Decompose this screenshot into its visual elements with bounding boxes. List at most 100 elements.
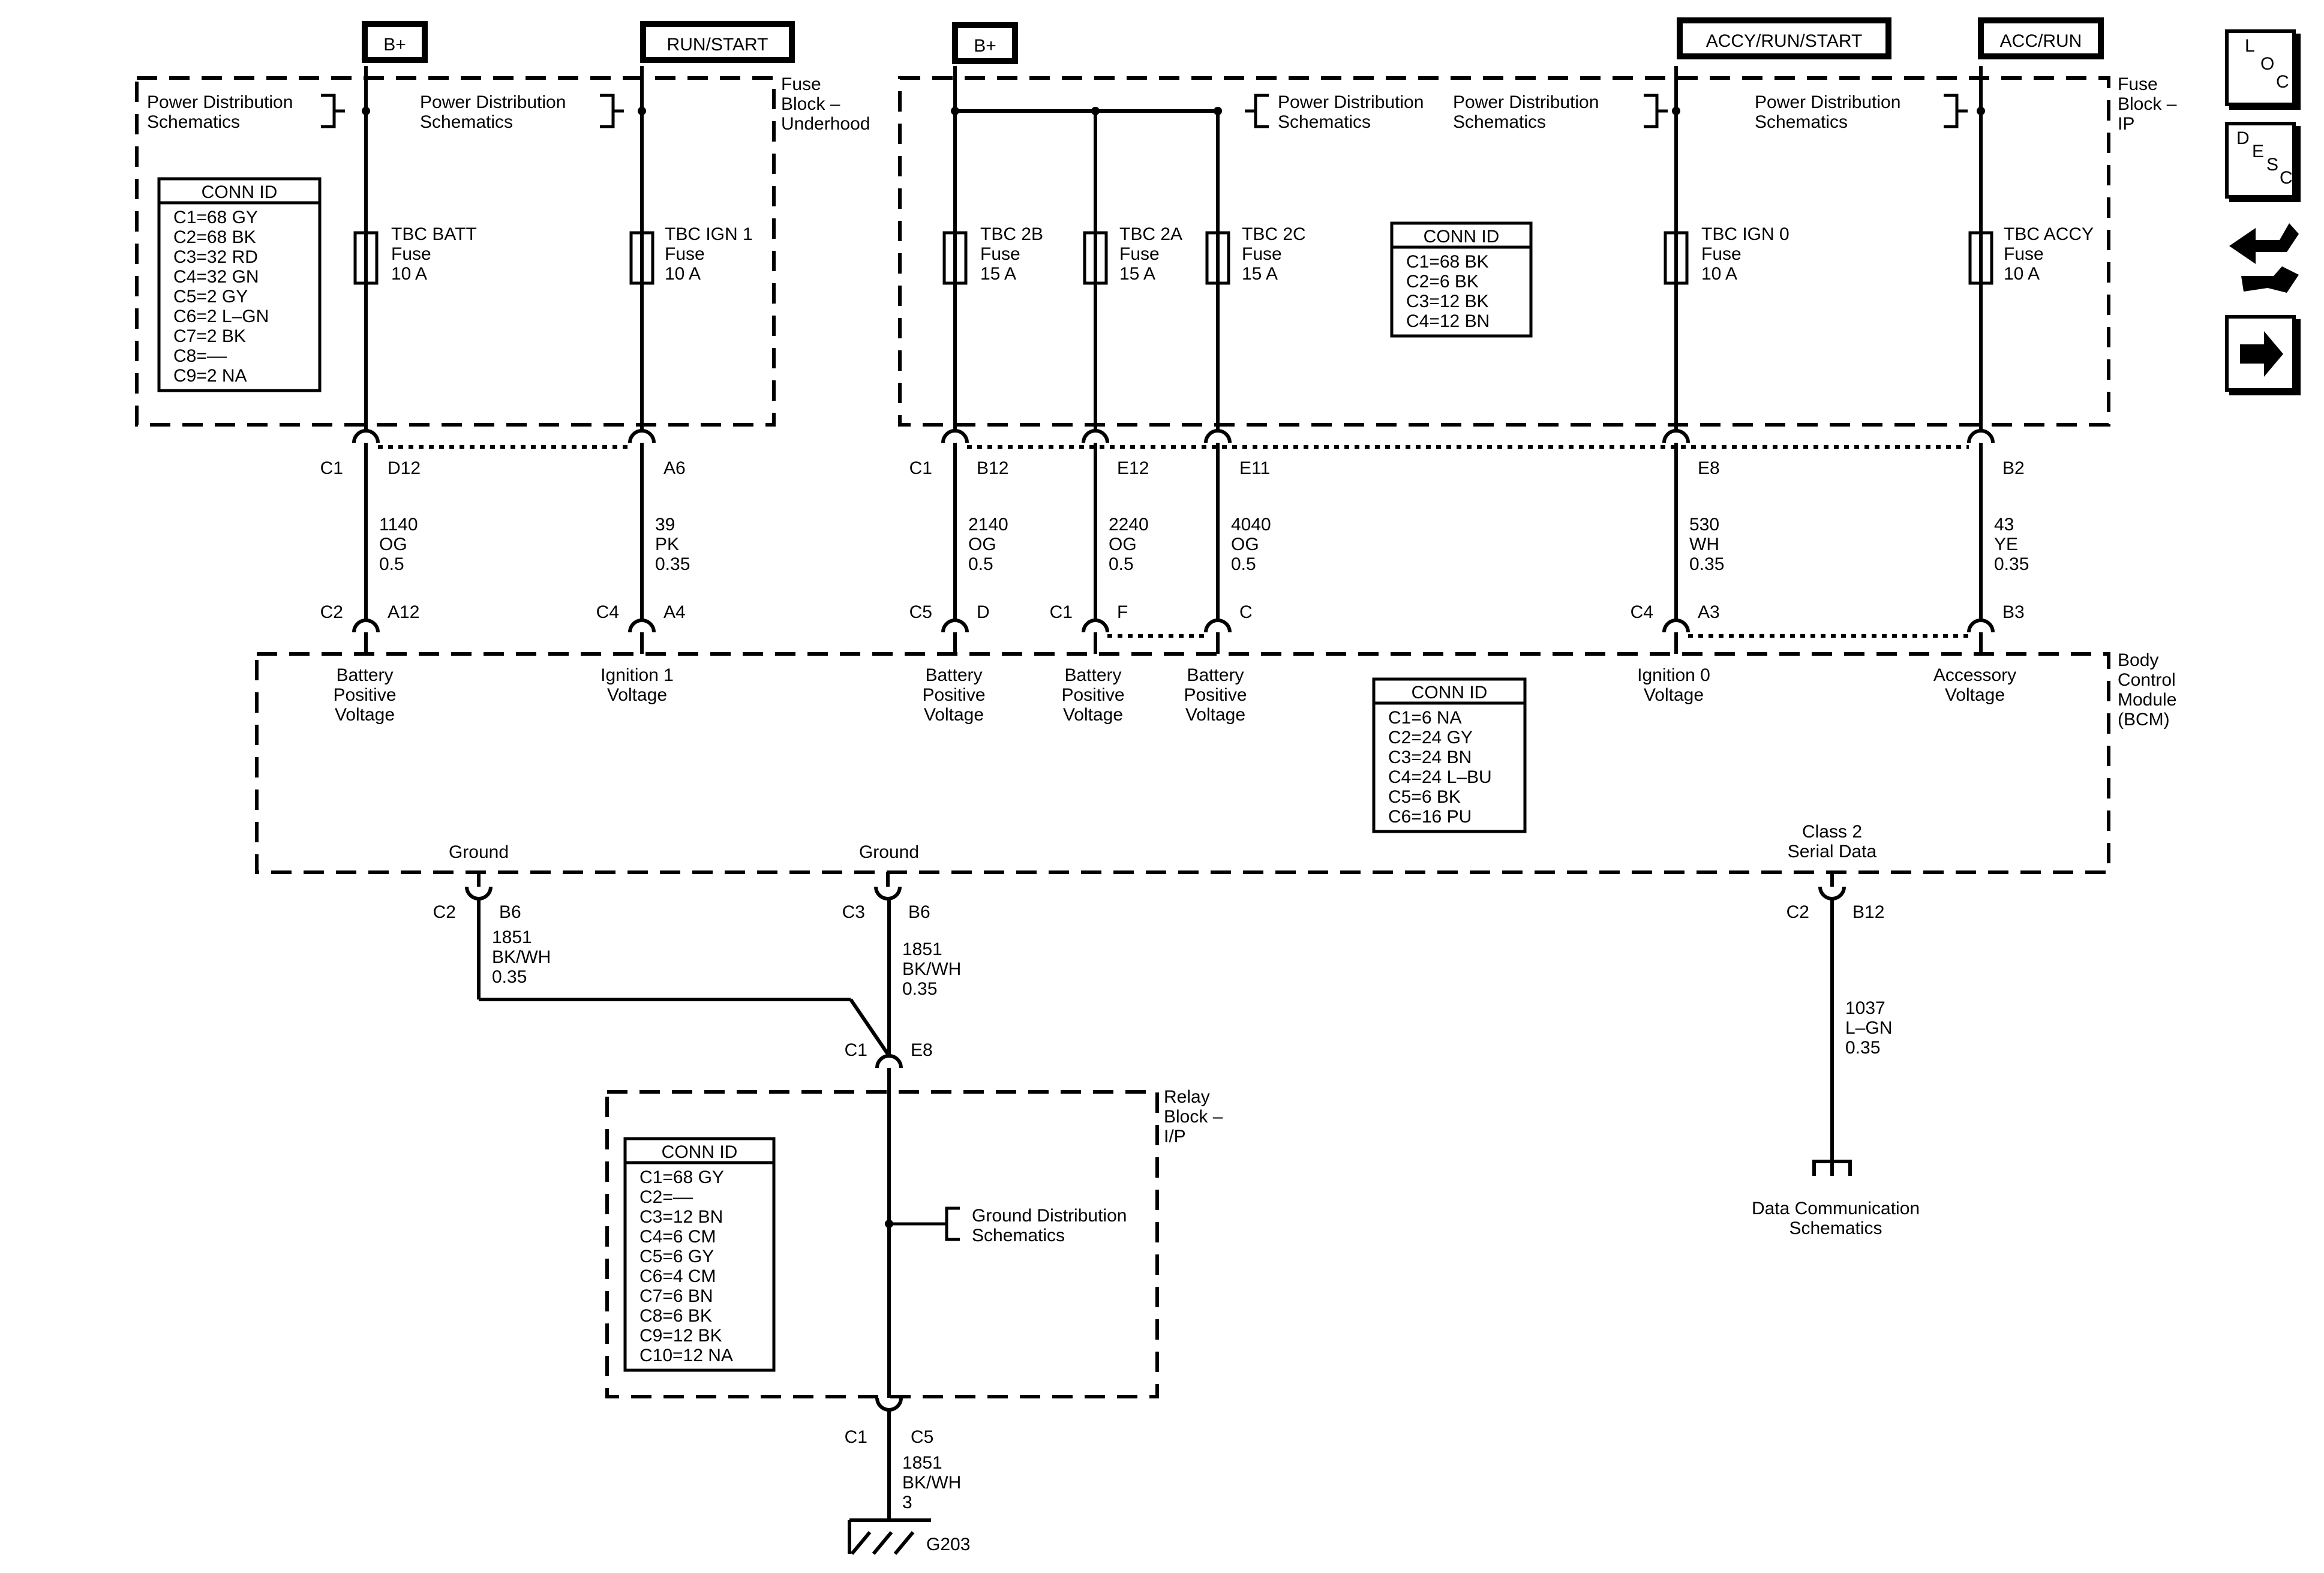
conn-table-title: CONN ID [662, 1142, 738, 1162]
splice-dot [1977, 107, 1985, 115]
nav-button-shadow[interactable] [2229, 319, 2301, 395]
pin-label: A6 [663, 458, 686, 478]
nav-button-shadow[interactable] [2229, 34, 2301, 110]
reference-bracket [1944, 94, 1968, 128]
wire-label: BK/WH [902, 1473, 961, 1493]
bcm-outline [255, 652, 2110, 874]
wire-label: 4040 [1231, 515, 1271, 535]
fuse-label: 10 A [391, 264, 427, 284]
ground-wire [849, 998, 891, 1057]
ground-distribution-ref: Ground Distribution [972, 1206, 1127, 1226]
splice-dot [1091, 107, 1100, 115]
connector-symbol [352, 619, 380, 633]
conn-table-fuse-block-underhood [157, 177, 322, 392]
pin-label: C [1239, 602, 1253, 622]
wire-label: L–GN [1845, 1018, 1892, 1038]
connector-symbol [465, 886, 493, 900]
pin-label: A3 [1698, 602, 1720, 622]
wire-label: 1851 [492, 927, 532, 947]
bcm-label: Control [2118, 670, 2176, 690]
ground-id: G203 [926, 1535, 970, 1554]
wire-label: 0.35 [902, 979, 937, 999]
connector-symbol [1662, 619, 1690, 633]
wire-label: 1140 [379, 515, 418, 535]
relay-block-label: Relay [1164, 1087, 1210, 1107]
pin-label: A12 [388, 602, 419, 622]
power-source-box [362, 21, 428, 63]
pin-label: D [977, 602, 990, 622]
connector-id: C4 [596, 602, 619, 622]
bcm-output-label: Ground [449, 842, 509, 862]
connector-id: C1 [320, 458, 343, 478]
conn-table-row: C5=2 GY [173, 287, 248, 307]
conn-table-row: C6=16 PU [1388, 807, 1472, 827]
desc-letter: S [2266, 155, 2278, 175]
loc-letter: O [2260, 54, 2274, 74]
wire-label: OG [379, 535, 407, 554]
bcm-input-label: Voltage [1945, 685, 2005, 705]
connector-id: C1 [1050, 602, 1073, 622]
pin-label: B3 [2002, 602, 2025, 622]
bcm-input-label: Voltage [335, 705, 395, 725]
nav-button-shadow[interactable] [2229, 126, 2301, 202]
pin-label: A4 [663, 602, 686, 622]
conn-table-row: C9=2 NA [173, 366, 247, 386]
ground-symbol [848, 1518, 931, 1555]
wire-label: BK/WH [902, 959, 961, 979]
connector-tool-shape[interactable] [2241, 266, 2299, 293]
wire-label: 0.5 [1231, 554, 1256, 574]
wire-label: 1851 [902, 1453, 942, 1473]
conn-table-row: C1=6 NA [1388, 708, 1462, 728]
desc-letter: E [2252, 142, 2264, 161]
conn-table-row: C5=6 BK [1388, 787, 1461, 807]
relay-block-label: Block – [1164, 1107, 1223, 1127]
pin-label: E11 [1239, 458, 1270, 478]
wire-label: 39 [655, 515, 675, 535]
connector-tool-shape[interactable] [2229, 223, 2299, 264]
fuse-label: Fuse [1242, 244, 1282, 264]
next-arrow-icon[interactable] [2240, 331, 2283, 377]
bcm-input-label: Positive [333, 685, 396, 705]
pin-label: C5 [911, 1427, 933, 1447]
wire-label: 0.5 [1109, 554, 1134, 574]
conn-table-row: C4=32 GN [173, 267, 259, 287]
connector-symbol [352, 429, 380, 443]
pin-label: B2 [2002, 458, 2025, 478]
fuse-label: TBC BATT [391, 224, 477, 244]
bcm-input-label: Battery [925, 665, 982, 685]
wire-label: BK/WH [492, 947, 551, 967]
wire-label: OG [1109, 535, 1137, 554]
power-source-box [1978, 17, 2104, 59]
loc-button[interactable]: LOC [2225, 29, 2301, 110]
fuse-label: Fuse [1119, 244, 1160, 264]
next-arrow-button[interactable] [2225, 315, 2301, 395]
bcm-input-label: Ignition 0 [1637, 665, 1710, 685]
relay-block-outline [605, 1090, 1159, 1398]
conn-table-row: C2=–– [639, 1187, 693, 1207]
power-distribution-ref: Power Distribution [1755, 92, 1900, 112]
fuse-label: TBC IGN 0 [1701, 224, 1789, 244]
conn-table-row: C7=2 BK [173, 326, 246, 346]
splice-dot [362, 107, 370, 115]
connector-symbol [1967, 619, 1995, 633]
fuse-label: 15 A [980, 264, 1016, 284]
connector-symbol [628, 619, 656, 633]
conn-table-row: C4=24 L–BU [1388, 767, 1492, 787]
power-distribution-ref: Schematics [1278, 112, 1371, 132]
wire-label: OG [1231, 535, 1259, 554]
bcm-output-label: Ground [859, 842, 919, 862]
pin-label: B12 [1852, 902, 1884, 922]
fuse-block-underhood-label: Fuse [781, 74, 821, 94]
conn-table-row: C3=24 BN [1388, 748, 1472, 767]
connector-symbol [1967, 429, 1995, 443]
bcm-input-label: Voltage [607, 685, 667, 705]
connector-id: C2 [433, 902, 456, 922]
splice-dot [638, 107, 646, 115]
bcm-label: (BCM) [2118, 710, 2170, 730]
wire-label: 0.5 [968, 554, 993, 574]
connector-id: C4 [1631, 602, 1653, 622]
connector-tool-icon[interactable] [2229, 223, 2299, 293]
nav-button-frame[interactable] [2225, 29, 2296, 106]
conn-table-row: C3=12 BN [639, 1207, 723, 1227]
